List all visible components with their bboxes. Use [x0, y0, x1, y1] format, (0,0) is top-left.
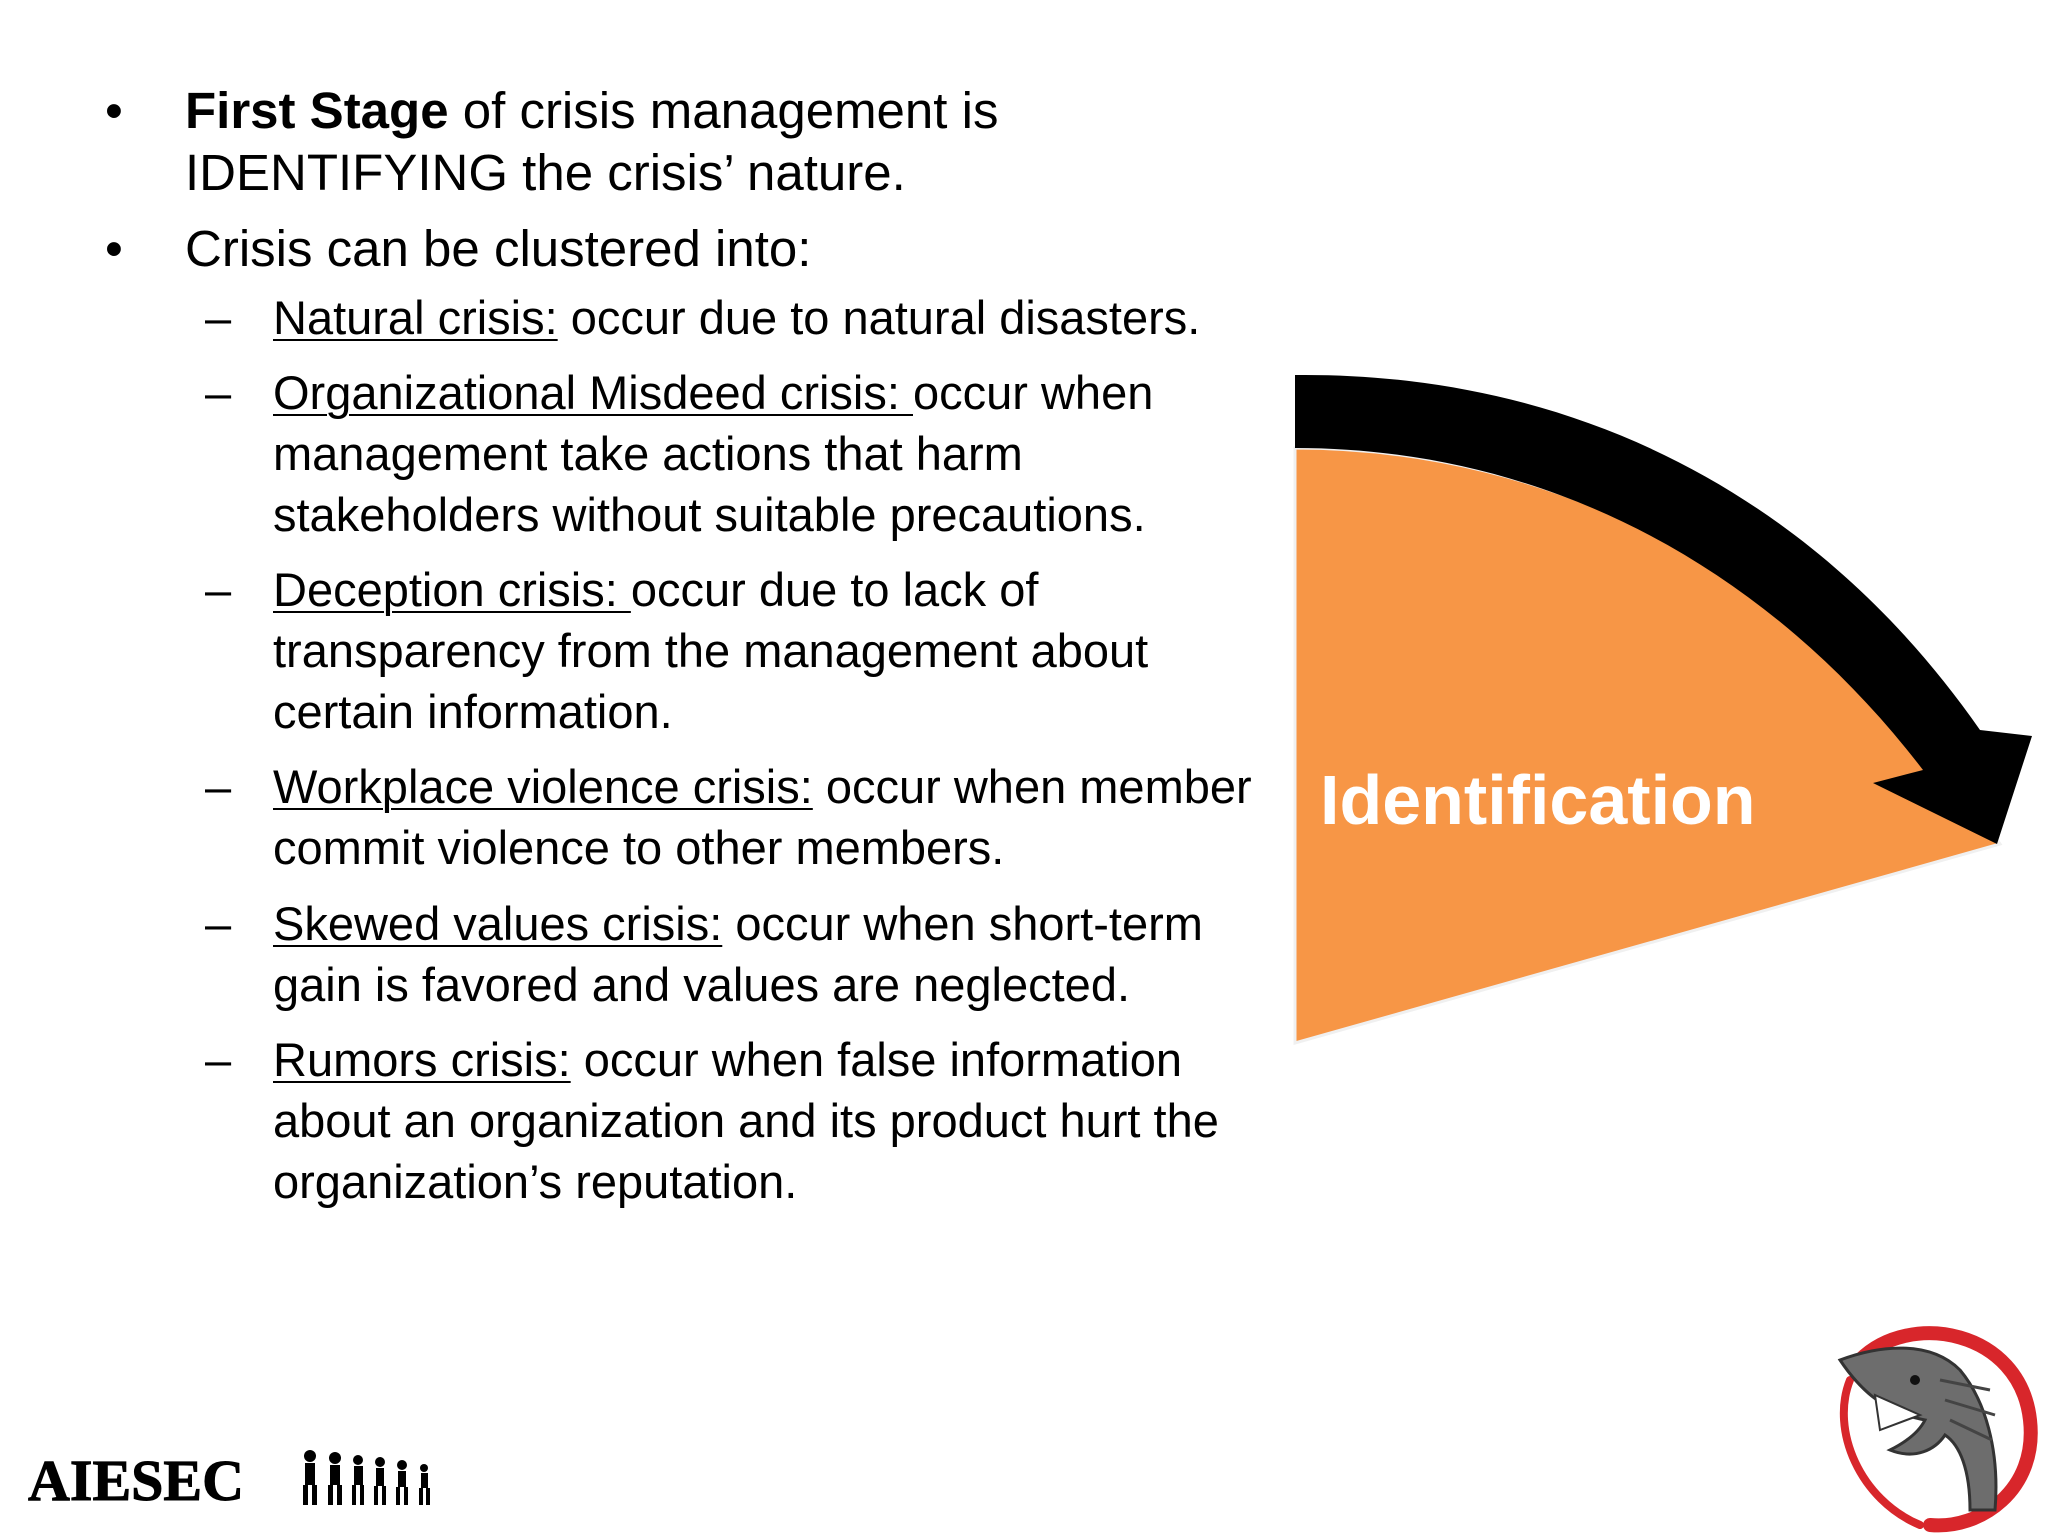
sub-item-text: Rumors crisis: occur when false informat… — [273, 1029, 1285, 1212]
aiesec-logo: AIESEC — [0, 1448, 430, 1512]
sub-item-deception: – Deception crisis: occur due to lack of… — [105, 559, 1285, 742]
sub-item-term: Rumors crisis: — [273, 1032, 571, 1086]
dash-marker: – — [205, 563, 232, 617]
sub-item-text: Natural crisis: occur due to natural dis… — [273, 287, 1285, 348]
sub-item-description: occur due to natural disasters. — [557, 290, 1201, 344]
sub-item-text: Deception crisis: occur due to lack of t… — [273, 559, 1285, 742]
sub-item-term: Deception crisis: — [273, 563, 631, 617]
sub-item-description: occur when member commit violence to oth… — [273, 760, 1252, 875]
dinosaur-mascot-logo — [1837, 1326, 2038, 1533]
sub-item-description: occur when management take actions that … — [273, 365, 1154, 541]
dash-marker: – — [205, 896, 232, 950]
sub-item-term: Workplace violence crisis: — [273, 760, 813, 814]
bullet-rest-text: of crisis management is IDENTIFYING the … — [185, 82, 999, 202]
sub-item-rumors: – Rumors crisis: occur when false inform… — [105, 1029, 1285, 1212]
bullet-marker: • — [105, 220, 123, 278]
sub-item-text: Workplace violence crisis: occur when me… — [273, 756, 1285, 878]
dash-marker: – — [205, 365, 232, 419]
sub-item-text: Skewed values crisis: occur when short-t… — [273, 893, 1285, 1015]
sub-item-description: occur due to lack of transparency from t… — [273, 563, 1149, 739]
dash-marker: – — [205, 290, 232, 344]
people-silhouettes-icon — [303, 1450, 430, 1505]
orange-wedge-shape — [1293, 446, 2003, 1045]
sub-item-workplace-violence: – Workplace violence crisis: occur when … — [105, 756, 1285, 878]
bullet-marker: • — [105, 82, 123, 139]
sub-item-organizational-misdeed: – Organizational Misdeed crisis: occur w… — [105, 362, 1285, 545]
sub-item-natural: – Natural crisis: occur due to natural d… — [105, 287, 1285, 348]
bullet-text: Crisis can be clustered into: — [185, 220, 812, 278]
sub-item-term: Skewed values crisis: — [273, 896, 723, 950]
sub-item-term: Natural crisis: — [273, 290, 558, 344]
dash-marker: – — [205, 1032, 232, 1086]
aiesec-logo-text: AIESEC — [28, 1448, 244, 1512]
identification-label: Identification — [1320, 761, 1756, 839]
sub-item-text: Organizational Misdeed crisis: occur whe… — [273, 362, 1285, 545]
sub-item-description: occur when false information about an or… — [273, 1032, 1219, 1208]
bullet-bold-text: First Stage — [185, 82, 449, 139]
bullet-text: First Stage of crisis management is IDEN… — [185, 80, 1285, 204]
sub-item-description: occur when short-term gain is favored an… — [273, 896, 1203, 1011]
sub-item-skewed-values: – Skewed values crisis: occur when short… — [105, 893, 1285, 1015]
bullet-clusters: • Crisis can be clustered into: — [105, 218, 1285, 280]
slide-content: • First Stage of crisis management is ID… — [105, 80, 1285, 1226]
curved-arrow-shape — [1295, 374, 2032, 844]
dash-marker: – — [205, 760, 232, 814]
identification-stage-diagram — [1293, 374, 2032, 1045]
sub-item-term: Organizational Misdeed crisis: — [273, 365, 913, 419]
bullet-first-stage: • First Stage of crisis management is ID… — [105, 80, 1285, 204]
